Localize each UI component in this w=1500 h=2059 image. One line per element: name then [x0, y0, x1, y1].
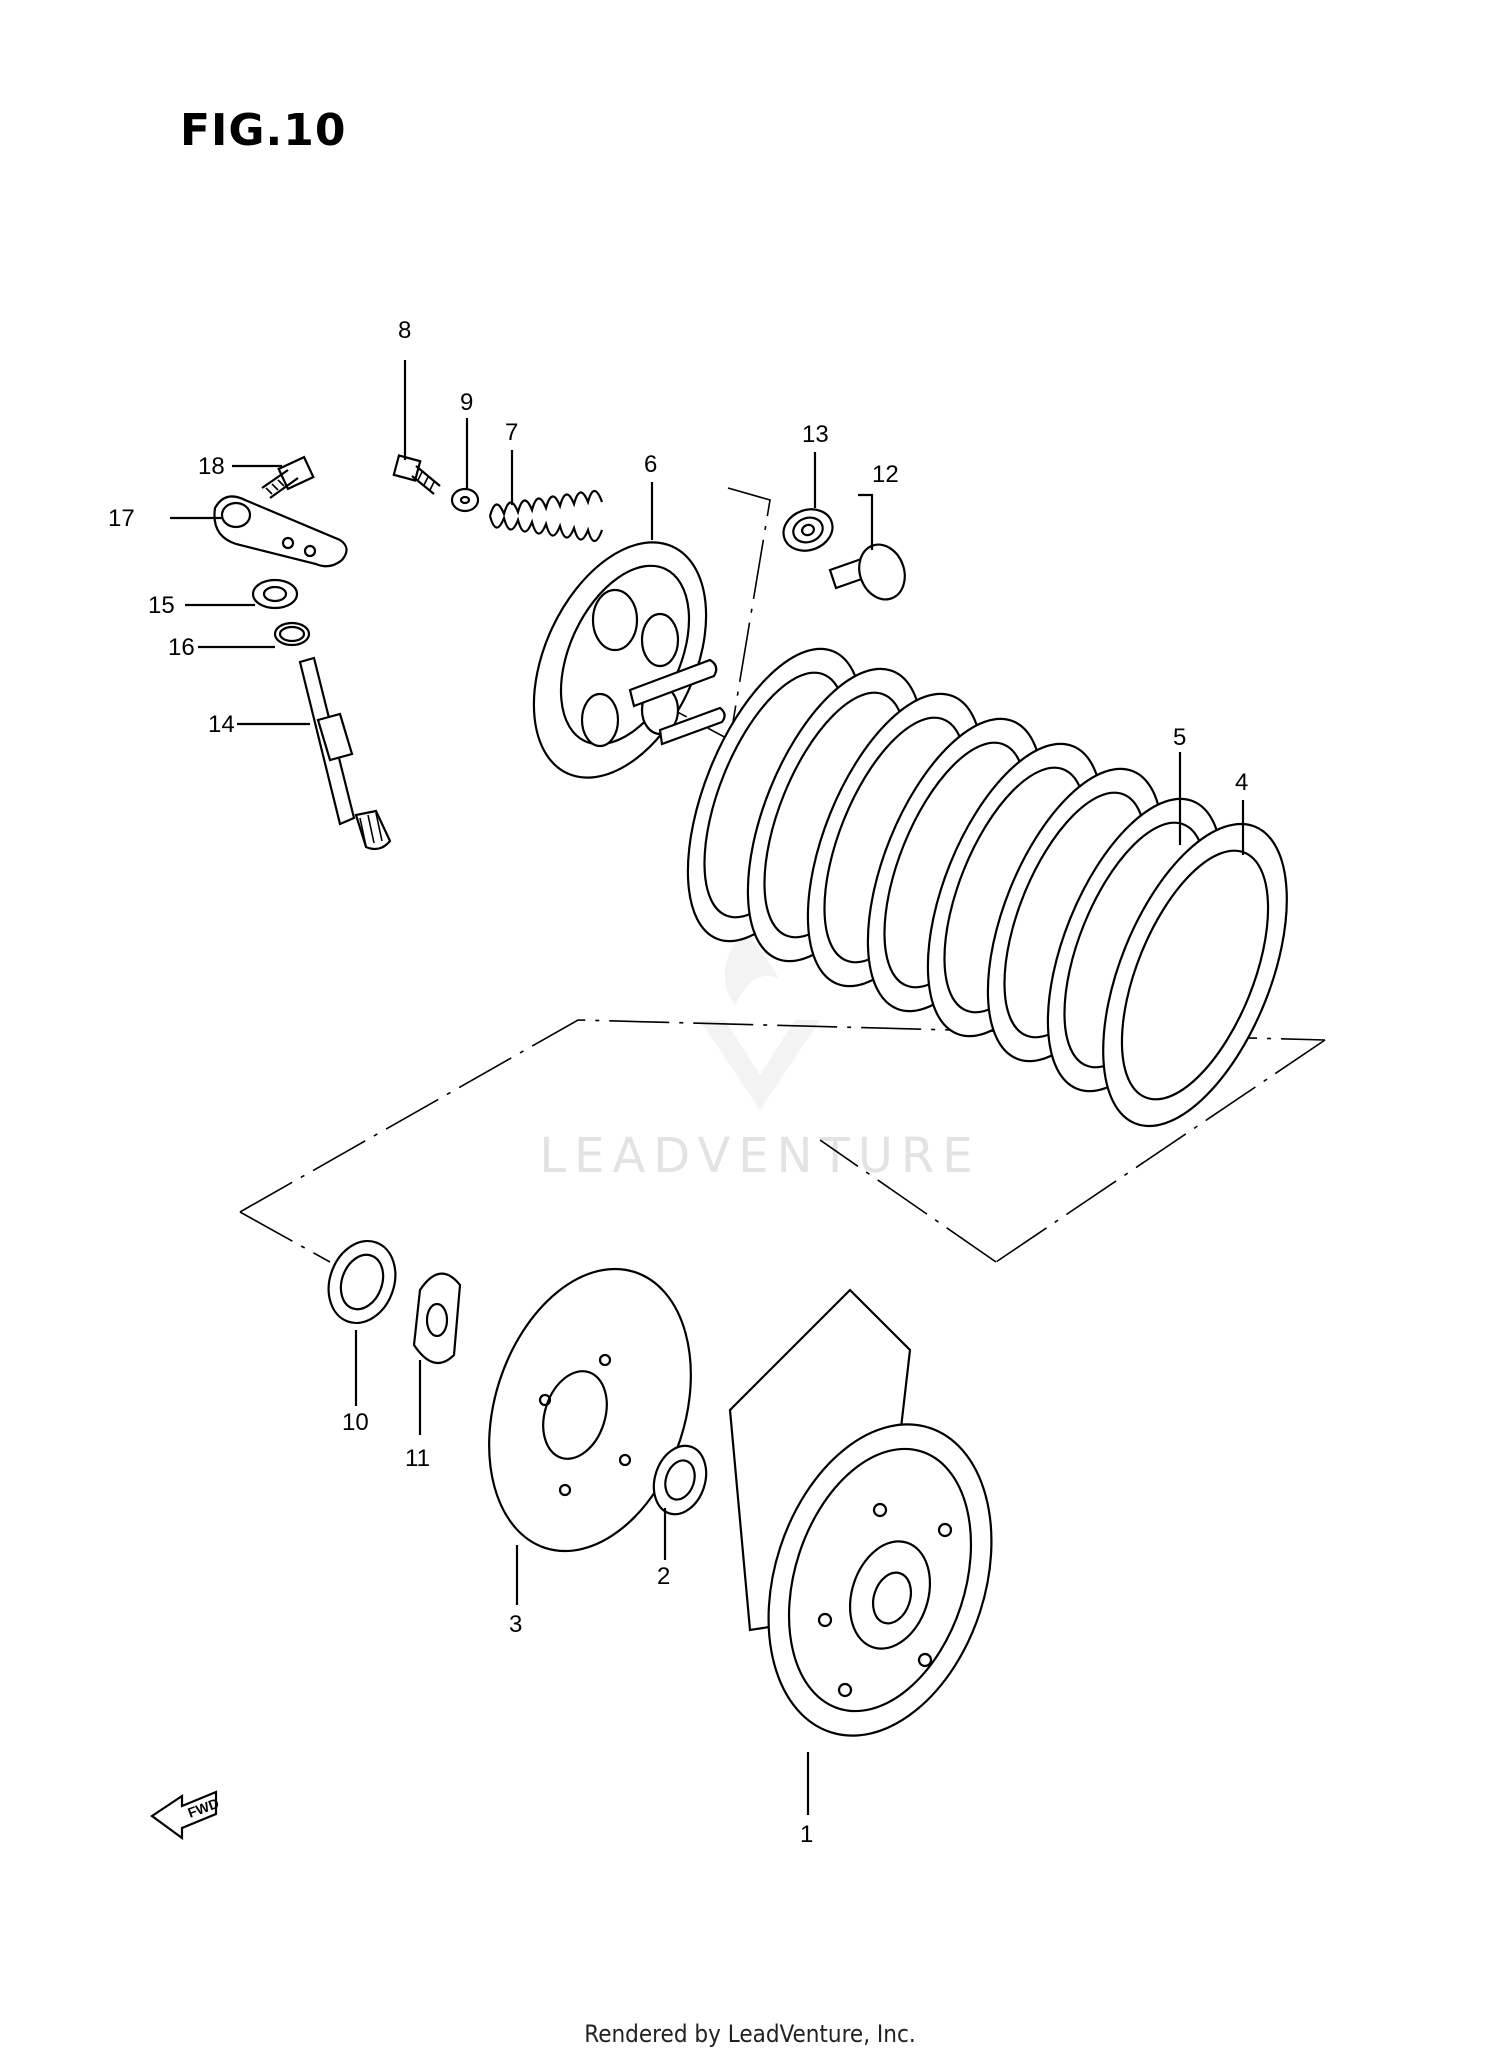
callout-5: 5	[1173, 724, 1186, 751]
clutch-plate-stack	[686, 647, 1325, 1152]
part-6-pressure-plate[interactable]	[499, 515, 741, 805]
callout-labels: 18 17 15 16 14 8 9 7 6 13 12 5 4 10 11 3…	[108, 317, 1248, 1848]
callout-6: 6	[644, 451, 657, 478]
callout-17: 17	[108, 505, 135, 532]
part-3-primary-driven-gear[interactable]	[455, 1243, 725, 1578]
figure-title: FIG.10	[180, 105, 347, 156]
part-13-bearing[interactable]	[778, 503, 839, 558]
part-9-washer[interactable]	[450, 487, 480, 513]
part-14-release-shaft[interactable]	[298, 656, 392, 851]
callout-13: 13	[802, 421, 829, 448]
callout-8: 8	[398, 317, 411, 344]
footer-credit: Rendered by LeadVenture, Inc.	[584, 2020, 916, 2048]
callout-4: 4	[1235, 769, 1248, 796]
callout-15: 15	[148, 592, 175, 619]
watermark: LEADVENTURE	[539, 1128, 981, 1184]
callout-18: 18	[198, 453, 225, 480]
part-15-oil-seal[interactable]	[251, 578, 299, 610]
callout-7: 7	[505, 419, 518, 446]
watermark-logo-icon	[700, 930, 820, 1110]
callout-9: 9	[460, 389, 473, 416]
part-11-thrust-washer[interactable]	[412, 1272, 462, 1365]
part-16-o-ring[interactable]	[273, 621, 311, 647]
callout-1: 1	[800, 1821, 813, 1848]
callout-leaders	[170, 360, 1245, 1815]
callout-11: 11	[405, 1445, 430, 1472]
callout-3: 3	[509, 1611, 522, 1638]
callout-12: 12	[872, 461, 899, 488]
part-2-circlip[interactable]	[645, 1439, 714, 1521]
part-17-release-arm[interactable]	[213, 495, 348, 568]
part-10-spacer[interactable]	[318, 1232, 407, 1333]
callout-16: 16	[168, 634, 195, 661]
part-8-bolt[interactable]	[392, 454, 441, 495]
callout-2: 2	[657, 1563, 670, 1590]
callout-10: 10	[342, 1409, 369, 1436]
part-18-bolt[interactable]	[261, 455, 315, 499]
fwd-arrow-icon: FWD	[150, 1790, 221, 1841]
part-1-clutch-housing[interactable]	[728, 1288, 1029, 1765]
alignment-frame	[239, 487, 1326, 1263]
part-4-friction-plate[interactable]	[1066, 799, 1325, 1152]
callout-14: 14	[208, 711, 235, 738]
part-7-clutch-spring[interactable]	[488, 489, 604, 543]
